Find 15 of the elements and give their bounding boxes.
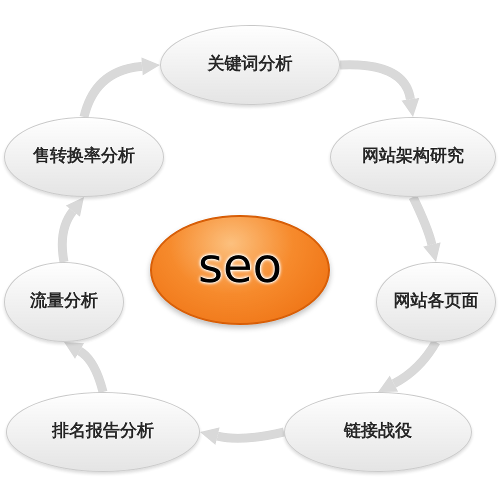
step-ellipse: 网站各页面 bbox=[376, 262, 496, 342]
arrow bbox=[408, 195, 441, 262]
step-ellipse: 流量分析 bbox=[4, 262, 124, 342]
arrow bbox=[80, 57, 160, 118]
arrow bbox=[58, 196, 84, 263]
arrow bbox=[340, 60, 420, 117]
arrow bbox=[200, 427, 285, 445]
center-ellipse: seo bbox=[150, 215, 330, 325]
arrow bbox=[378, 340, 440, 392]
step-ellipse: 关键词分析 bbox=[160, 25, 340, 105]
step-ellipse: 排名报告分析 bbox=[6, 392, 200, 472]
arrow bbox=[64, 341, 108, 394]
step-ellipse: 售转换率分析 bbox=[4, 117, 164, 197]
step-ellipse: 链接战役 bbox=[284, 392, 472, 472]
step-ellipse: 网站架构研究 bbox=[330, 117, 496, 197]
